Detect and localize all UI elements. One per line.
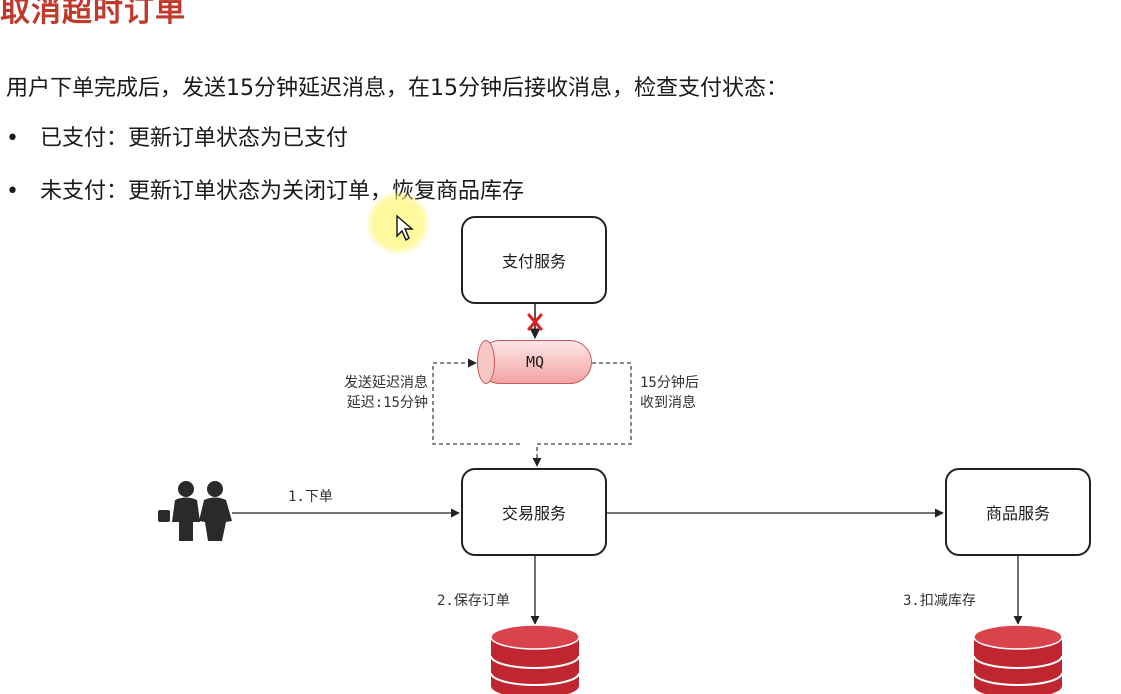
- step-order-label: 1.下单: [288, 489, 333, 505]
- bullet-unpaid: •未支付：更新订单状态为关闭订单，恢复商品库存: [6, 179, 525, 204]
- send-delay-line1: 发送延迟消息: [344, 375, 428, 391]
- database-icon: [490, 624, 580, 694]
- cursor-icon: [396, 214, 414, 242]
- goods-service-box: 商品服务: [945, 468, 1091, 556]
- receive-line1: 15分钟后: [640, 375, 699, 391]
- receive-line2: 收到消息: [640, 395, 696, 411]
- receive-label: 15分钟后 收到消息: [640, 373, 699, 413]
- step-save-order-label: 2.保存订单: [437, 593, 510, 609]
- payment-service-label: 支付服务: [501, 252, 566, 271]
- users-icon: [158, 481, 232, 541]
- trade-service-box: 交易服务: [461, 468, 607, 556]
- x-mark-icon: [527, 313, 543, 331]
- receive-dashed-arrow: [532, 362, 632, 467]
- goods-service-label: 商品服务: [985, 504, 1050, 523]
- payment-service-box: 支付服务: [461, 216, 607, 304]
- mq-queue: MQ: [477, 340, 592, 384]
- bullet-paid: •已支付：更新订单状态为已支付: [6, 126, 349, 151]
- bullet-unpaid-text: 未支付：更新订单状态为关闭订单，恢复商品库存: [40, 179, 525, 204]
- bullet-paid-text: 已支付：更新订单状态为已支付: [40, 126, 349, 151]
- trade-service-label: 交易服务: [501, 504, 566, 523]
- database-icon: [973, 624, 1063, 694]
- mq-label: MQ: [525, 353, 545, 371]
- send-delay-dashed-arrow: [432, 358, 520, 445]
- page-title: 取消超时订单: [0, 0, 186, 29]
- step-deduct-stock-label: 3.扣减库存: [903, 593, 976, 609]
- send-delay-label: 发送延迟消息 延迟:15分钟: [316, 373, 428, 413]
- intro-text: 用户下单完成后，发送15分钟延迟消息，在15分钟后接收消息，检查支付状态：: [6, 76, 788, 101]
- send-delay-line2: 延迟:15分钟: [346, 395, 428, 411]
